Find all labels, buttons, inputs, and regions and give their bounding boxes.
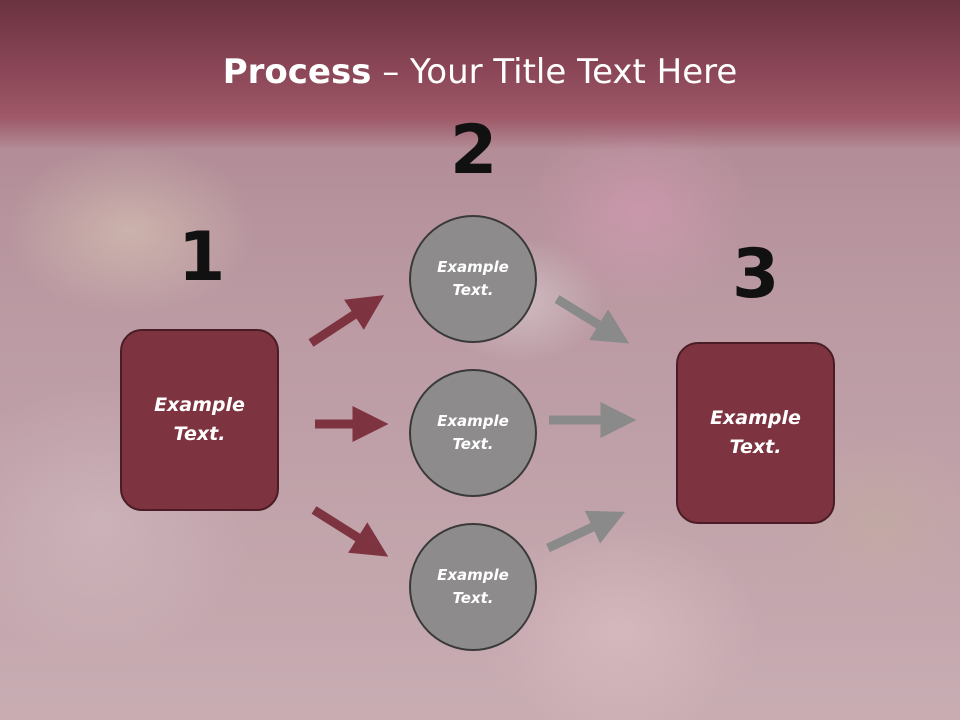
left-box-line1: Example [154, 394, 245, 416]
circle-bottom-line2: Text. [452, 589, 494, 607]
arrow-left-up [308, 295, 385, 347]
arrow-right-down [554, 295, 630, 344]
title-band [0, 0, 960, 150]
step-number-1: 1 [178, 218, 226, 297]
title-rest: – Your Title Text Here [371, 52, 738, 92]
circle-top[interactable]: Example Text. [409, 215, 537, 343]
left-text-box[interactable]: Example Text. [120, 329, 279, 511]
right-box-line2: Text. [729, 436, 782, 458]
arrow-right-up [546, 510, 626, 553]
circle-middle[interactable]: Example Text. [409, 369, 537, 497]
slide-title: Process – Your Title Text Here [0, 52, 960, 92]
circle-top-line2: Text. [452, 281, 494, 299]
right-box-line1: Example [710, 407, 801, 429]
step-number-3: 3 [732, 235, 780, 314]
circle-top-line1: Example [437, 258, 509, 276]
left-box-line2: Text. [173, 423, 226, 445]
step-number-2: 2 [450, 111, 498, 190]
circle-middle-line1: Example [437, 412, 509, 430]
right-text-box[interactable]: Example Text. [676, 342, 835, 524]
circle-bottom-line1: Example [437, 566, 509, 584]
title-bold: Process [222, 52, 372, 92]
circle-middle-line2: Text. [452, 435, 494, 453]
arrow-left-down [311, 506, 389, 557]
circle-bottom[interactable]: Example Text. [409, 523, 537, 651]
